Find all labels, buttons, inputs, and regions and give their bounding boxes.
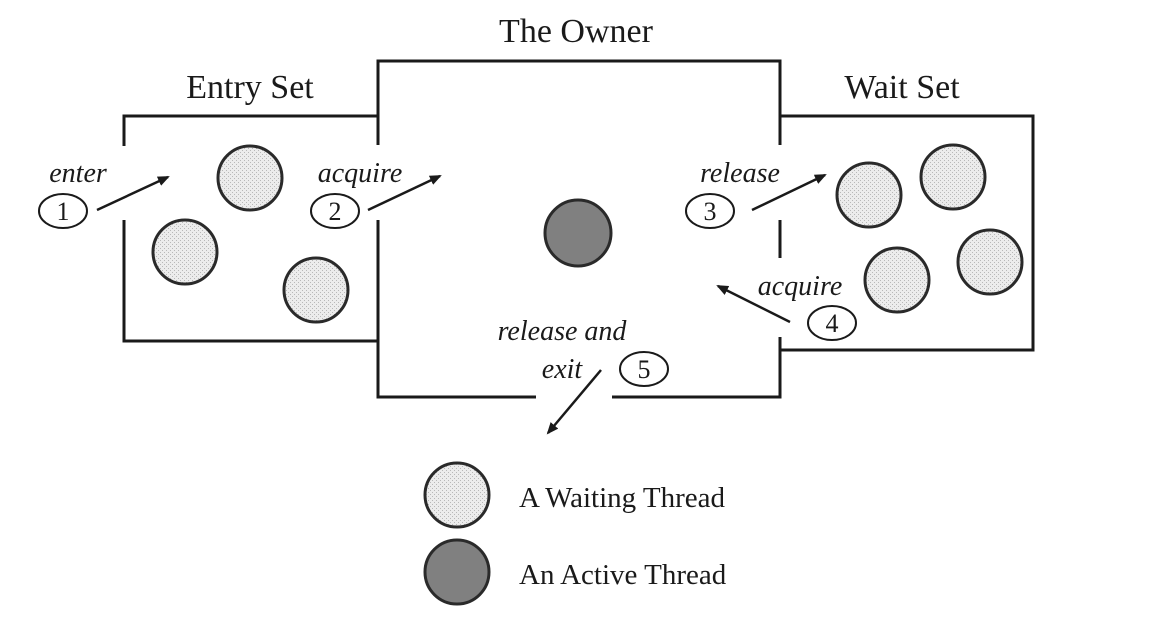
step-badge (685, 193, 735, 229)
entry-set-box (122, 114, 378, 343)
step-number: 5 (638, 355, 651, 384)
transition-label: enter (49, 158, 107, 189)
arrow-icon (367, 174, 442, 212)
legend-waiting-thread-icon (423, 461, 491, 529)
wait-set-threads (835, 143, 1024, 314)
step-number: 1 (57, 197, 70, 226)
wait-set-box (780, 114, 1035, 352)
step-number: 3 (704, 197, 717, 226)
legend-waiting-label: A Waiting Thread (519, 482, 726, 514)
waiting-thread (216, 144, 284, 212)
transition-label-line1: release and (498, 316, 628, 347)
transition-acquire-entry: acquire 2 (310, 158, 442, 229)
arrow-icon (716, 284, 791, 324)
waiting-thread (919, 143, 987, 211)
step-badge (38, 193, 88, 229)
transition-release: release 3 (685, 158, 827, 229)
owner-box (376, 59, 782, 399)
transition-label: acquire (318, 158, 403, 189)
legend-active-thread-icon (423, 538, 491, 606)
entry-set-threads (151, 144, 350, 324)
arrow-icon (546, 369, 602, 435)
step-number: 2 (329, 197, 342, 226)
transition-acquire-wait: acquire 4 (716, 271, 857, 341)
arrow-icon (751, 173, 827, 212)
active-thread (543, 198, 613, 268)
step-badge (807, 305, 857, 341)
transition-label: acquire (758, 271, 843, 302)
owner-title: The Owner (499, 13, 654, 50)
transition-release-exit: release and exit 5 (498, 316, 669, 435)
step-badge (310, 193, 360, 229)
waiting-thread (863, 246, 931, 314)
waiting-thread (835, 161, 903, 229)
legend-active-label: An Active Thread (519, 559, 727, 591)
wait-set-title: Wait Set (844, 69, 960, 106)
transition-label-line2: exit (542, 354, 584, 385)
arrow-icon (96, 175, 170, 212)
entry-set-title: Entry Set (186, 69, 314, 106)
transition-enter: enter 1 (38, 158, 170, 229)
waiting-thread (151, 218, 219, 286)
step-badge (619, 351, 669, 387)
step-number: 4 (826, 309, 839, 338)
legend: A Waiting Thread An Active Thread (423, 461, 727, 606)
waiting-thread (956, 228, 1024, 296)
transition-label: release (700, 158, 780, 189)
waiting-thread (282, 256, 350, 324)
